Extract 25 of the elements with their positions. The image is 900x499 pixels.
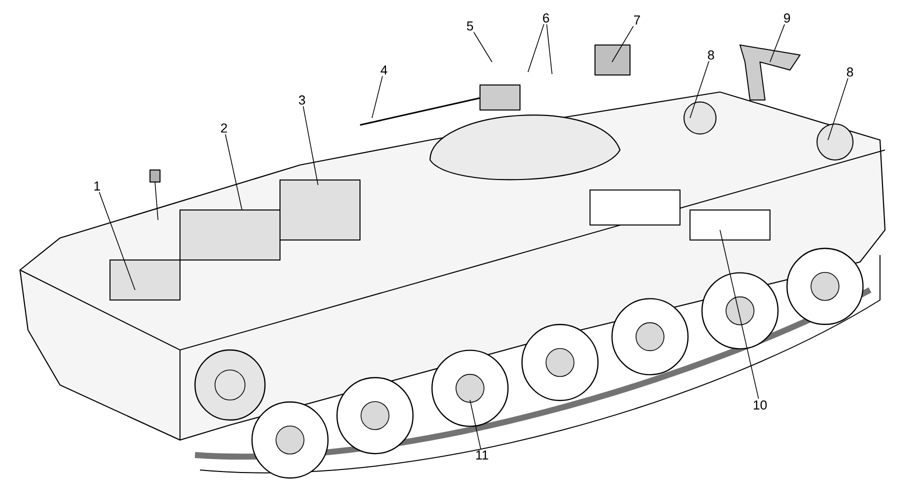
callout-number: 8: [708, 50, 714, 60]
leader-line: [828, 78, 848, 140]
callout-number: 10: [754, 400, 767, 410]
callout-number: 2: [221, 123, 227, 133]
leader-line: [612, 26, 634, 62]
leader-line: [224, 134, 242, 210]
callout-number: 8: [846, 67, 854, 77]
leader-line: [546, 24, 552, 74]
leader-line: [528, 24, 544, 72]
callout-number: 6: [543, 13, 550, 23]
leader-line: [770, 24, 785, 62]
callout-number: 5: [466, 21, 474, 31]
leader-line: [690, 60, 710, 118]
leader-line: [720, 230, 759, 400]
callout-number: 4: [380, 66, 388, 74]
callout-number: 1: [94, 182, 100, 190]
leader-line: [302, 106, 318, 186]
leader-line: [470, 400, 482, 450]
leader-line: [98, 192, 136, 290]
callout-number: 7: [634, 16, 640, 24]
callout-number: 9: [784, 13, 790, 23]
callout-number: 11: [476, 450, 488, 460]
leader-line: [372, 76, 383, 118]
callout-number: 3: [298, 95, 306, 105]
leader-line: [473, 32, 492, 62]
